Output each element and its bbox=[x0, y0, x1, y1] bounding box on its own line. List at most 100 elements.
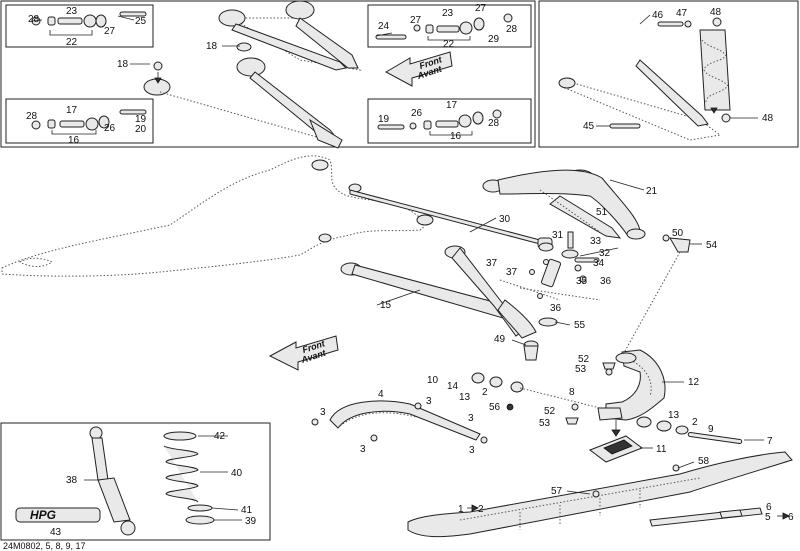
callout-34: 34 bbox=[593, 258, 605, 269]
callout-23: 23 bbox=[66, 6, 78, 17]
leader-lines bbox=[31, 14, 790, 521]
callout-1: 1 bbox=[458, 504, 464, 515]
ball-joint bbox=[669, 237, 691, 253]
callout-5: 5 bbox=[765, 512, 771, 523]
shock-hardware bbox=[529, 231, 600, 299]
callout-53: 53 bbox=[575, 364, 587, 375]
callout-51: 51 bbox=[596, 207, 608, 218]
callout-labels: 28 23 25 27 22 18 18 24 27 23 27 28 29 2… bbox=[3, 3, 794, 551]
callout-11: 11 bbox=[656, 444, 667, 455]
callout-7: 7 bbox=[767, 436, 773, 447]
callout-57: 57 bbox=[551, 486, 563, 497]
callout-28-d: 28 bbox=[488, 118, 500, 129]
hardware-row-upper-right bbox=[375, 13, 513, 41]
callout-18-b: 18 bbox=[117, 59, 129, 70]
callout-3-d: 3 bbox=[360, 444, 366, 455]
callout-41: 41 bbox=[241, 505, 253, 516]
callout-3-a: 3 bbox=[426, 396, 432, 407]
spindle-hardware bbox=[471, 362, 743, 444]
callout-15: 15 bbox=[380, 300, 392, 311]
inset-a-arm-detail: Front Avant bbox=[0, 0, 536, 149]
callout-17: 17 bbox=[66, 105, 78, 116]
callout-33: 33 bbox=[590, 236, 602, 247]
hardware-row-upper-left bbox=[31, 11, 147, 36]
callout-29: 29 bbox=[488, 34, 500, 45]
spring bbox=[163, 431, 215, 525]
callout-26: 26 bbox=[104, 123, 116, 134]
hpg-logo-text: HPG bbox=[30, 508, 56, 522]
callout-2-b: 2 bbox=[692, 417, 698, 428]
callout-37: 37 bbox=[486, 258, 498, 269]
lower-a-arm-inset bbox=[143, 57, 343, 149]
callout-19-b: 19 bbox=[378, 114, 390, 125]
callout-35: 35 bbox=[576, 276, 588, 287]
callout-25: 25 bbox=[135, 16, 147, 27]
spindle bbox=[597, 349, 666, 421]
ski-skid-plate bbox=[311, 400, 488, 444]
callout-22: 22 bbox=[66, 37, 78, 48]
diagram-reference: 24M0802, 5, 8, 9, 17 bbox=[3, 541, 86, 551]
callout-2: 2 bbox=[482, 387, 488, 398]
lower-a-arm bbox=[340, 245, 558, 361]
ski-stopper bbox=[588, 420, 644, 463]
callout-27-c: 27 bbox=[475, 3, 487, 14]
callout-55: 55 bbox=[574, 320, 586, 331]
callout-31: 31 bbox=[552, 230, 564, 241]
upper-a-arm-inset bbox=[218, 0, 362, 71]
callout-22-b: 22 bbox=[443, 39, 455, 50]
hardware-row-lower-left bbox=[31, 109, 147, 135]
callout-43: 43 bbox=[50, 527, 62, 538]
callout-38: 38 bbox=[66, 475, 78, 486]
callout-50: 50 bbox=[672, 228, 684, 239]
callout-37-b: 37 bbox=[506, 267, 518, 278]
callout-28-c: 28 bbox=[26, 111, 38, 122]
callout-9: 9 bbox=[708, 424, 714, 435]
callout-16-b: 16 bbox=[450, 131, 462, 142]
callout-53-b: 53 bbox=[539, 418, 551, 429]
callout-45: 45 bbox=[583, 121, 595, 132]
callout-47: 47 bbox=[676, 8, 688, 19]
chassis-outline bbox=[1, 155, 425, 277]
hardware-row-lower-right bbox=[377, 109, 502, 136]
callout-23-b: 23 bbox=[442, 8, 454, 19]
hpg-logo: HPG bbox=[15, 507, 101, 523]
callout-48: 48 bbox=[710, 7, 722, 18]
callout-26-b: 26 bbox=[411, 108, 423, 119]
shock-inset-drawing bbox=[558, 17, 731, 141]
shock-absorber bbox=[89, 426, 136, 536]
ski bbox=[407, 451, 793, 538]
callout-42: 42 bbox=[214, 431, 226, 442]
callout-27: 27 bbox=[104, 26, 116, 37]
callout-18-a: 18 bbox=[206, 41, 218, 52]
callout-12: 12 bbox=[688, 377, 700, 388]
inset-shock-mounting bbox=[538, 0, 799, 148]
callout-52: 52 bbox=[578, 354, 590, 365]
main-assembly: Front Avant bbox=[1, 155, 793, 538]
upper-a-arm bbox=[482, 169, 646, 240]
front-direction-arrow-main: Front Avant bbox=[268, 335, 339, 371]
hardware-box-lower-right bbox=[367, 98, 532, 144]
hardware-box-upper-left bbox=[5, 4, 154, 48]
callout-52-b: 52 bbox=[544, 406, 556, 417]
hardware-box-lower-left bbox=[5, 98, 154, 144]
callout-8: 8 bbox=[569, 387, 575, 398]
hardware-box-upper-right bbox=[367, 4, 532, 48]
callout-36: 36 bbox=[600, 276, 612, 287]
callout-46: 46 bbox=[652, 10, 664, 21]
callout-3-e: 3 bbox=[469, 445, 475, 456]
callout-13: 13 bbox=[459, 392, 471, 403]
callout-14: 14 bbox=[447, 381, 459, 392]
callout-17-b: 17 bbox=[446, 100, 458, 111]
callout-28: 28 bbox=[28, 14, 40, 25]
callout-2-c: 2 bbox=[478, 504, 484, 515]
callout-10: 10 bbox=[427, 375, 439, 386]
callout-56: 56 bbox=[489, 402, 501, 413]
callout-28-b: 28 bbox=[506, 24, 518, 35]
sway-bar bbox=[349, 189, 541, 245]
callout-24: 24 bbox=[378, 21, 390, 32]
callout-27-b: 27 bbox=[410, 15, 422, 26]
callout-36-b: 36 bbox=[550, 303, 562, 314]
front-direction-arrow-inset: Front Avant bbox=[384, 51, 453, 87]
callout-58: 58 bbox=[698, 456, 710, 467]
